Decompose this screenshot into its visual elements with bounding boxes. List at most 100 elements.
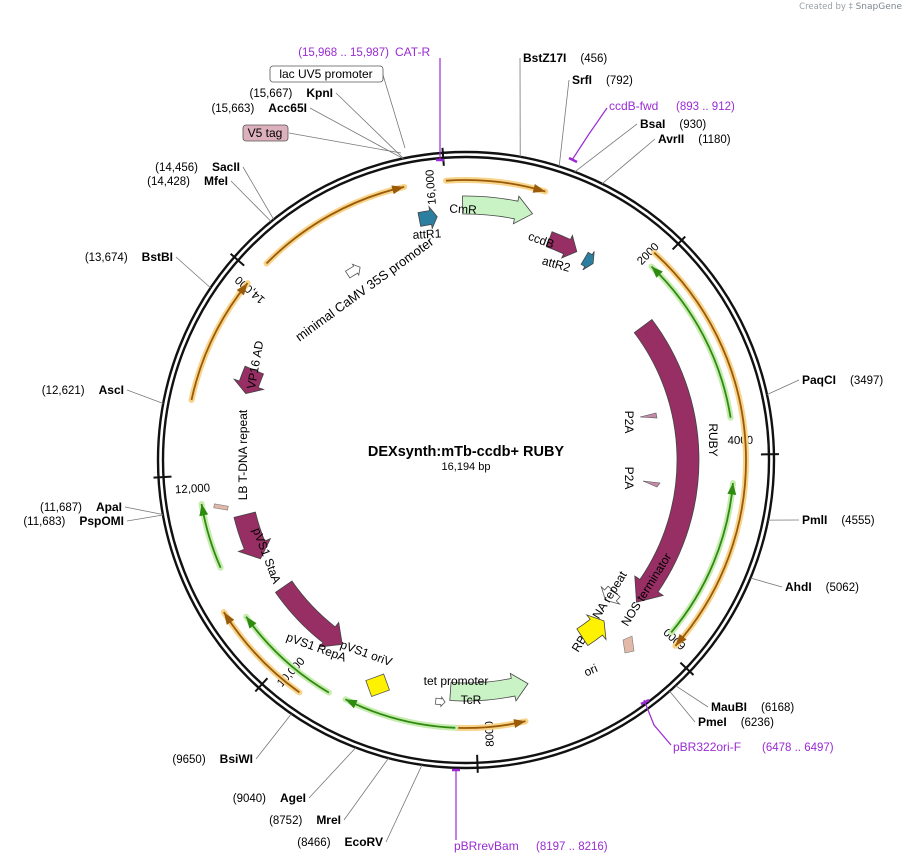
site-leader-ahdi bbox=[750, 577, 783, 588]
orf-arc-line-2 bbox=[190, 282, 249, 401]
orf-arc-arrowhead-9 bbox=[223, 612, 235, 625]
primer-mark-ccdb-fwd bbox=[568, 156, 578, 164]
label-text-lac-uv5-promoter[interactable]: lac UV5 promoter bbox=[279, 67, 372, 81]
feature-attr2-label: attR2 bbox=[541, 254, 573, 275]
orf-arc-arrowhead-2 bbox=[236, 283, 248, 296]
site-name-bstbi[interactable]: BstBI bbox=[142, 250, 173, 264]
orf-arc-arrowhead-8 bbox=[246, 616, 257, 629]
feature-ruby-label: RUBY bbox=[706, 423, 720, 456]
feature-p2a-2-arrow bbox=[642, 480, 661, 488]
feature-pvs1-repa-arrow bbox=[274, 580, 343, 648]
site-position-apai: (11,687) bbox=[40, 502, 82, 514]
site-name-ahdi[interactable]: AhdI bbox=[785, 580, 812, 594]
label-leader-lac-uv5-promoter bbox=[382, 74, 406, 149]
feature-minimal-camv-35s-promoter-arrow bbox=[344, 263, 361, 279]
site-position-bstz17i: (456) bbox=[580, 53, 607, 65]
site-leader-bsai bbox=[574, 123, 638, 173]
plasmid-name: DEXsynth:mTb-ccdb+ RUBY bbox=[368, 444, 565, 460]
site-name-agei[interactable]: AgeI bbox=[280, 791, 306, 805]
primer-mark-pbr322ori-f bbox=[640, 698, 650, 706]
site-name-pmli[interactable]: PmlI bbox=[802, 513, 827, 527]
site-name-asci[interactable]: AscI bbox=[99, 383, 124, 397]
label-box-lac-uv5-promoter bbox=[269, 65, 384, 83]
site-position-bstbi: (13,674) bbox=[85, 252, 128, 264]
feature-rb-t-dna-repeat-label: RB T-DNA repeat bbox=[569, 568, 630, 654]
site-name-kpni[interactable]: KpnI bbox=[306, 86, 333, 100]
restriction-sites: BstZ17I(456)SrfI(792)BsaI(930)AvrII(1180… bbox=[23, 51, 883, 849]
site-leader-srfi bbox=[558, 79, 570, 167]
site-leader-bstbi bbox=[175, 256, 211, 289]
orf-arc-halo-1 bbox=[263, 183, 408, 267]
orf-arc-arrowhead-0 bbox=[532, 183, 546, 193]
site-leader-maubi bbox=[675, 685, 709, 708]
site-leader-pmei bbox=[669, 690, 696, 723]
site-name-pspomi[interactable]: PspOMI bbox=[79, 514, 124, 528]
feature-minimal-camv-35s-promoter-label: minimal CaMV 35S promoter bbox=[292, 234, 436, 345]
feature-cmr-label: CmR bbox=[449, 201, 477, 216]
site-name-maubi[interactable]: MauBI bbox=[711, 700, 747, 714]
site-position-kpni: (15,667) bbox=[249, 88, 292, 100]
site-name-bstz17i[interactable]: BstZ17I bbox=[523, 51, 566, 65]
orf-arc-line-5 bbox=[670, 482, 734, 633]
orf-arc-arrowhead-7 bbox=[345, 699, 358, 709]
orf-arc-arrowhead-1 bbox=[391, 185, 405, 195]
site-name-acc65i[interactable]: Acc65I bbox=[268, 101, 307, 115]
site-name-bsai[interactable]: BsaI bbox=[640, 117, 665, 131]
snapgene-logo-icon: ‡ bbox=[848, 2, 853, 12]
site-position-bsai: (930) bbox=[679, 119, 706, 131]
orf-arc-arrowhead-4 bbox=[651, 266, 663, 278]
tick-mark-6000 bbox=[679, 661, 695, 676]
plasmid-size: 16,194 bp bbox=[442, 461, 491, 473]
site-name-sacii[interactable]: SacII bbox=[212, 160, 240, 174]
site-leader-sacii bbox=[242, 166, 275, 220]
site-leader-paqci bbox=[766, 379, 800, 395]
label-box-v5-tag bbox=[242, 124, 289, 142]
site-leader-agei bbox=[308, 747, 357, 799]
primer-leader-ccdb-fwd bbox=[571, 107, 608, 161]
tick-mark-16-000 bbox=[441, 147, 445, 166]
orf-arc-line-3 bbox=[653, 252, 747, 647]
tick-label-12-000: 12,000 bbox=[175, 482, 211, 496]
site-name-avrii[interactable]: AvrII bbox=[658, 132, 684, 146]
feature-ruby-arrow bbox=[633, 318, 700, 603]
tick-mark-12-000 bbox=[153, 475, 172, 479]
feature-rb-t-dna-repeat-box bbox=[622, 635, 635, 654]
site-leader-ecorv bbox=[385, 764, 423, 843]
primer-name-pbr322ori-f[interactable]: pBR322ori-F bbox=[673, 740, 741, 754]
orf-arc-line-1 bbox=[265, 186, 405, 265]
site-name-bsiwi[interactable]: BsiWI bbox=[220, 752, 253, 766]
site-name-ecorv[interactable]: EcoRV bbox=[345, 835, 383, 849]
site-position-paqci: (3497) bbox=[850, 375, 883, 387]
feature-lb-t-dna-repeat-box bbox=[213, 503, 229, 511]
backbone-outer-strand bbox=[156, 150, 776, 770]
feature-attr2-arrow bbox=[580, 251, 595, 271]
site-name-pmei[interactable]: PmeI bbox=[698, 715, 727, 729]
tick-label-16-000: 16,000 bbox=[424, 169, 439, 205]
feature-tcr-label: TcR bbox=[461, 693, 482, 707]
label-text-v5-tag[interactable]: V5 tag bbox=[248, 126, 283, 140]
site-name-mrei[interactable]: MreI bbox=[316, 813, 341, 827]
primer-name-cat-r[interactable]: CAT-R bbox=[395, 45, 430, 59]
site-leader-asci bbox=[126, 389, 164, 404]
snapgene-credit: Created by ‡ SnapGene bbox=[799, 2, 902, 12]
site-position-ecorv: (8466) bbox=[297, 837, 330, 849]
label-leader-v5-tag bbox=[288, 132, 402, 154]
feature-tet-promoter-arrow bbox=[434, 695, 446, 708]
feature-attr1-label: attR1 bbox=[412, 226, 442, 241]
primer-name-ccdb-fwd[interactable]: ccdB-fwd bbox=[609, 99, 658, 113]
site-position-pspomi: (11,683) bbox=[23, 516, 65, 528]
site-name-paqci[interactable]: PaqCI bbox=[802, 373, 836, 387]
site-name-mfei[interactable]: MfeI bbox=[204, 174, 228, 188]
feature-ccdb-arrow bbox=[545, 231, 578, 259]
primer-name-pbrrevbam[interactable]: pBRrevBam bbox=[454, 839, 519, 853]
site-name-srfi[interactable]: SrfI bbox=[572, 73, 592, 87]
orf-arc-line-4 bbox=[650, 265, 732, 418]
primer-range-pbrrevbam: (8197 .. 8216) bbox=[536, 841, 608, 853]
feature-p2a-label: P2A bbox=[622, 411, 636, 434]
site-name-apai[interactable]: ApaI bbox=[96, 500, 122, 514]
tick-mark-10-000 bbox=[254, 677, 269, 693]
orf-arc-halo-9 bbox=[220, 609, 303, 696]
site-position-mrei: (8752) bbox=[269, 815, 302, 827]
feature-pvs1-oriv-box bbox=[365, 673, 390, 698]
